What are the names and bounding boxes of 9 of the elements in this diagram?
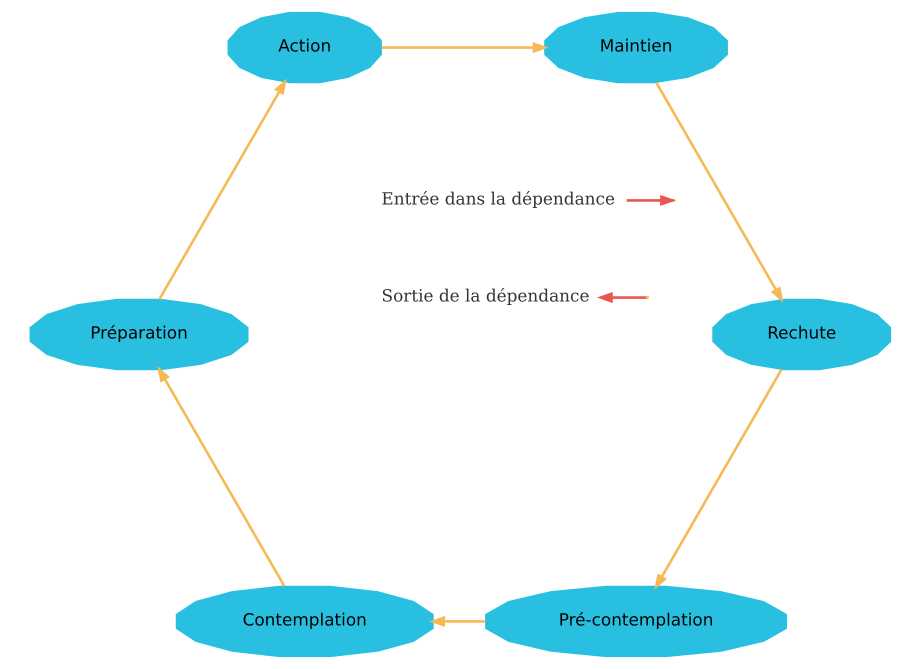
arrow [157,366,286,587]
arrow [158,78,287,300]
node-text: Sortie de la dépendance [382,286,590,306]
arrow [429,616,486,627]
arrow [596,292,646,304]
node-text: Entrée dans la dépendance [381,188,615,208]
arrow [655,82,784,303]
arrow [654,368,783,590]
arrow [382,42,549,54]
